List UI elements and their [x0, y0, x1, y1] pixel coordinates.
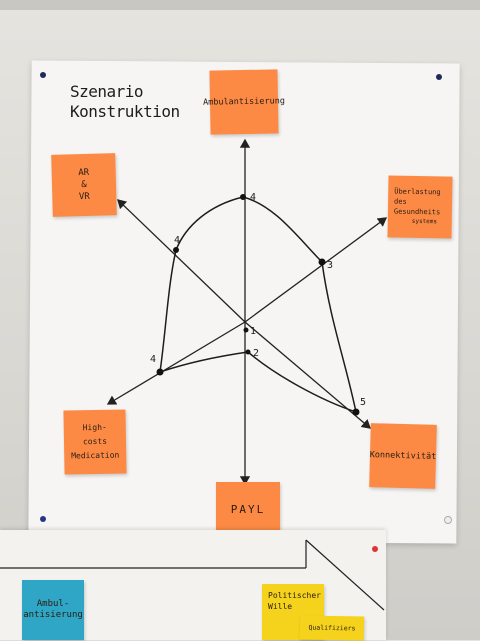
note-blue-line-2: antisierung: [23, 610, 83, 620]
note-qualifiziers-text: Qualifiziers: [308, 623, 356, 633]
point-right: [318, 258, 326, 266]
pin-top-left: [40, 72, 46, 78]
poster-title: Szenario Konstruktion: [70, 82, 180, 122]
note-yellow-line-1: Politischer: [268, 591, 321, 600]
pin-bottom-left: [40, 516, 46, 522]
point-bottom-right: [352, 408, 360, 416]
point-bottom: [245, 349, 251, 355]
note-payl-text: PAYL: [230, 502, 266, 516]
title-line-2: Konstruktion: [70, 102, 180, 121]
wall-edge: [0, 0, 480, 10]
point-top: [240, 194, 246, 200]
value-top-left: 4: [174, 235, 180, 246]
title-line-1: Szenario: [70, 82, 144, 101]
value-bottom-right: 5: [360, 397, 366, 408]
pin-lower-poster: [372, 546, 378, 552]
point-center: [243, 327, 249, 333]
value-right: 3: [327, 260, 333, 271]
value-bottom-left: 4: [150, 354, 156, 365]
note-qualifiziers: Qualifiziers: [299, 615, 365, 641]
axis-diagonal-downleft: [106, 321, 246, 405]
axis-diagonal-upright: [244, 217, 388, 323]
point-bottom-left: [156, 368, 164, 376]
note-payl: PAYL: [216, 482, 280, 536]
note-yellow-line-2: Wille: [268, 602, 293, 611]
note-ambulantisierung-blue: Ambul- antisierung: [22, 580, 84, 640]
note-blue-line-1: Ambul-: [36, 599, 70, 609]
pin-bottom-right: [444, 516, 452, 524]
pin-top-right: [436, 74, 442, 80]
value-top: 4: [250, 192, 256, 203]
value-center: 1: [250, 326, 256, 337]
point-top-left: [173, 247, 179, 253]
axis-diagonal-upleft: [117, 199, 246, 323]
value-bottom: 2: [253, 348, 259, 359]
